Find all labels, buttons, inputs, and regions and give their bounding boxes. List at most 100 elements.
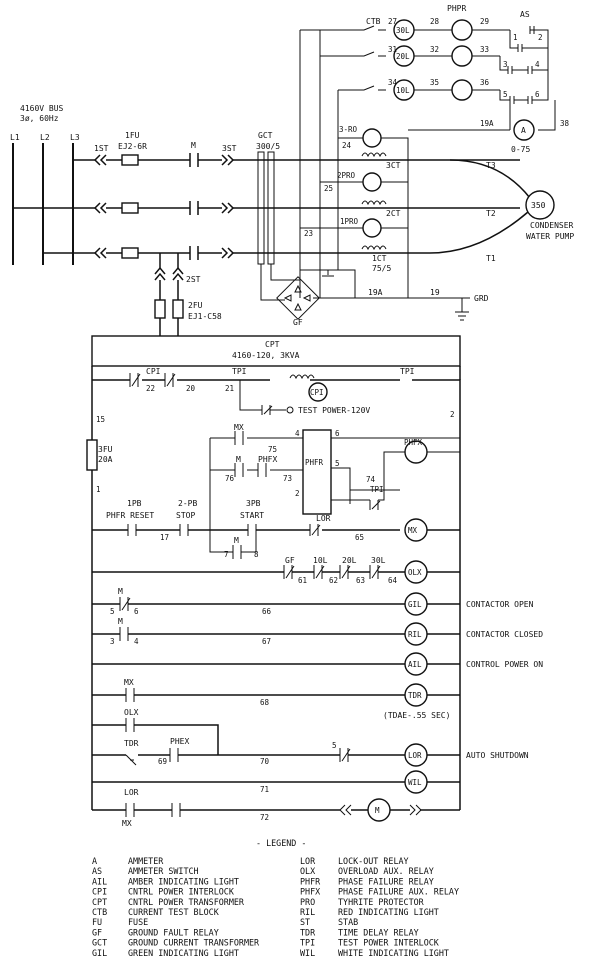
gf-bridge (276, 276, 320, 320)
legend-left-desc: FUSE (128, 917, 148, 927)
legend-right-abbr: TPI (300, 938, 315, 948)
cpi-transformer (289, 374, 315, 380)
overload-coils (393, 19, 415, 101)
node-5b: 5 (110, 607, 115, 616)
auto-shutdown-label: AUTO SHUTDOWN (466, 751, 529, 760)
test-power-terminal (286, 406, 294, 414)
legend-left-desc: CNTRL POWER INTERLOCK (128, 887, 235, 897)
motor-name-2: WATER PUMP (526, 232, 574, 241)
node-74: 74 (366, 475, 376, 484)
control-ladder: CPI 22 20 TPI 21 TPI CPI TEST POWER-120V… (86, 366, 543, 828)
mx-no-contact (125, 688, 135, 702)
phase-l3-label: L3 (70, 133, 80, 142)
stab-3st (221, 154, 235, 259)
legend-left-desc: AMBER INDICATING LIGHT (128, 876, 239, 886)
pb1-label: 1PB (127, 499, 142, 508)
tpi-label-1: TPI (232, 367, 247, 376)
legend-right-desc: PHASE FAILURE RELAY (338, 876, 434, 886)
as-contact-6: 6 (535, 90, 540, 99)
node-2b: 2 (295, 489, 300, 498)
cpi-contacts (129, 373, 174, 387)
m-coil (367, 798, 391, 822)
pb3-label: 3PB (246, 499, 261, 508)
node-61: 61 (298, 576, 307, 585)
ail-light (404, 652, 428, 676)
ctb-label: CTB (366, 17, 381, 26)
ground-symbol (455, 298, 469, 321)
feeder-wires-a (106, 159, 190, 254)
legend-right-abbr: WIL (300, 948, 315, 958)
ammeter (513, 119, 535, 141)
tdr-contact-label: TDR (124, 739, 139, 748)
phpr-label: PHPR (447, 4, 466, 13)
ctb-in-wires (300, 29, 360, 91)
phfx-coil-label: PHFX (404, 438, 423, 447)
node-65: 65 (355, 533, 364, 542)
gil-light (404, 592, 428, 616)
lor-contact-label-2: LOR (124, 788, 139, 797)
node-22: 22 (146, 384, 155, 393)
bus-taps (13, 159, 96, 254)
cpt-name: CPT (265, 340, 280, 349)
bus-spec: 3ø, 60Hz (20, 114, 59, 123)
test-power-label: TEST POWER-120V (298, 406, 370, 415)
mx-contact-label: MX (124, 678, 134, 687)
as-contact-3: 3 (503, 60, 508, 69)
phpr-relay (451, 19, 473, 101)
fuse-2fu-wires (159, 280, 179, 336)
node-20: 20 (186, 384, 196, 393)
node-6b: 6 (134, 607, 139, 616)
legend-left-abbr: FU (92, 917, 102, 927)
olx-10l: 10L (396, 86, 410, 95)
olx-slashes (285, 565, 381, 579)
fuse-3fu-rating: 20A (98, 455, 113, 464)
legend-right-abbr: TDR (300, 927, 316, 937)
ril-label: RIL (408, 630, 422, 639)
node-5: 5 (335, 459, 340, 468)
wire-19a: 19A (480, 119, 494, 128)
fuse-1fu (121, 154, 139, 259)
node-70: 70 (260, 757, 270, 766)
node-8: 8 (254, 550, 259, 559)
gct-ratio: 300/5 (256, 142, 280, 151)
legend-right-abbr: RIL (300, 907, 315, 917)
wire-24: 24 (342, 141, 352, 150)
node-35: 35 (430, 78, 439, 87)
fuse-3fu (86, 439, 98, 471)
tdr-note: (TDAE-.55 SEC) (383, 711, 450, 720)
lor-coil-label: LOR (408, 751, 422, 760)
ammeter-wires (408, 100, 556, 131)
legend-left-abbr: GCT (92, 938, 107, 948)
node-67: 67 (262, 637, 271, 646)
mx-coil-label: MX (408, 526, 418, 535)
wil-light (404, 770, 428, 794)
fuse-1fu-type: EJ2-6R (118, 142, 147, 151)
main-contactor-m (189, 153, 199, 260)
pb2-text: STOP (176, 511, 195, 520)
legend-left-desc: AMMETER SWITCH (128, 866, 199, 876)
node-75: 75 (268, 445, 277, 454)
as-contact-2: 2 (538, 33, 543, 42)
ctb-switches (360, 25, 386, 91)
ground-label: GRD (474, 294, 489, 303)
motor-symbol (525, 190, 555, 220)
node-69: 69 (158, 757, 167, 766)
cpt-section: CPT 4160-120, 3KVA (91, 335, 461, 367)
phpr-out (472, 29, 510, 91)
node-31: 31 (388, 45, 397, 54)
legend-left-abbr: CTB (92, 907, 107, 917)
m-coil-label: M (375, 806, 380, 815)
contactor-closed-label: CONTACTOR CLOSED (466, 630, 543, 639)
rung-top (92, 379, 461, 810)
cpi-slashes (131, 373, 176, 387)
tpi-nc-contact (369, 500, 381, 510)
ammeter-label: A (521, 126, 526, 135)
m-nc-contact (119, 597, 131, 611)
node-64: 64 (388, 576, 398, 585)
legend-right-abbr: OLX (300, 866, 315, 876)
cpi-label: CPI (146, 367, 161, 376)
m-no-contact (119, 627, 129, 641)
